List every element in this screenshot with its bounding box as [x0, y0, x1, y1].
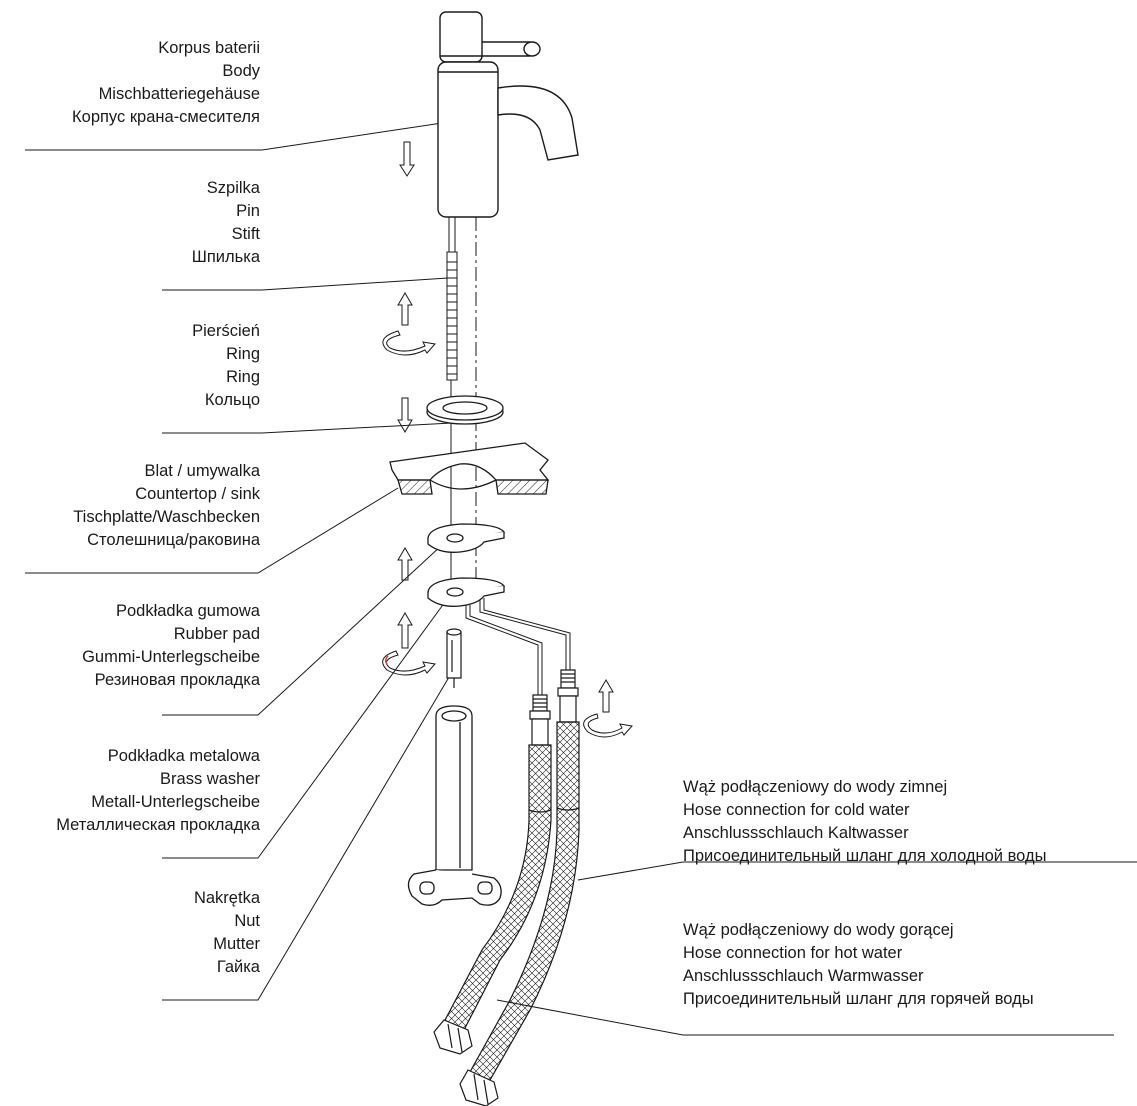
ring: [427, 396, 503, 424]
leader-cold-hose: [578, 862, 1137, 880]
cold-hose-nut: [460, 1070, 498, 1106]
label-cold-hose-en: Hose connection for cold water: [683, 801, 910, 819]
label-nut-ru: Гайка: [216, 958, 260, 976]
cold-water-hose: [460, 670, 579, 1106]
arrow-up-icon: [398, 548, 412, 580]
arrow-up-icon: [599, 680, 613, 712]
body-cap: [440, 12, 482, 62]
label-nut: Nakrętka Nut Mutter Гайка: [20, 887, 260, 979]
label-body-pl: Korpus baterii: [158, 39, 260, 57]
label-brass-washer-ru: Металлическая прокладка: [56, 816, 260, 834]
leader-ring: [162, 423, 452, 433]
label-hot-hose-de: Anschlussschlauch Warmwasser: [683, 967, 924, 985]
label-cold-hose-ru: Присоединительный шланг для холодной вод…: [683, 847, 1047, 865]
label-nut-pl: Nakrętka: [193, 889, 260, 907]
countertop: [390, 443, 548, 494]
label-rubber-pad-pl: Podkładka gumowa: [115, 602, 260, 620]
leader-rubber-pad: [162, 545, 442, 715]
label-hot-hose-ru: Присоединительный шланг для горячей воды: [683, 990, 1034, 1008]
faucet-body: [438, 12, 578, 217]
leader-countertop: [25, 488, 398, 573]
arrow-up-icon: [398, 613, 412, 648]
label-ring-ru: Кольцо: [204, 391, 260, 409]
rotate-arrow-icon: [383, 331, 435, 355]
pin-threaded: [447, 252, 457, 380]
label-rubber-pad-en: Rubber pad: [173, 625, 260, 643]
label-hot-hose: Wąż podłączeniowy do wody gorącej Hose c…: [683, 919, 1123, 1011]
leader-pin: [162, 278, 448, 290]
rubber-pad: [428, 524, 504, 552]
label-countertop-en: Countertop / sink: [135, 485, 260, 503]
countertop-top: [390, 443, 548, 480]
label-cold-hose-pl: Wąż podłączeniowy do wody zimnej: [683, 778, 948, 796]
label-countertop-de: Tischplatte/Waschbecken: [73, 508, 260, 526]
rotate-arrow-icon: [584, 714, 632, 737]
arrow-down-icon: [398, 398, 412, 432]
label-ring-pl: Pierścień: [192, 322, 260, 340]
supply-pipes: [466, 598, 570, 695]
label-cold-hose: Wąż podłączeniowy do wody zimnej Hose co…: [683, 776, 1123, 868]
label-countertop-ru: Столешница/раковина: [87, 531, 260, 549]
label-body-en: Body: [222, 62, 260, 80]
label-pin-pl: Szpilka: [206, 179, 260, 197]
leader-lines: [25, 120, 1137, 1035]
label-hot-hose-pl: Wąż podłączeniowy do wody gorącej: [683, 921, 954, 939]
label-ring-en: Ring: [226, 345, 260, 363]
lever-tip: [524, 42, 540, 56]
spout: [498, 86, 578, 160]
label-ring-de: Ring: [226, 368, 260, 386]
label-pin-ru: Шпилька: [191, 248, 260, 266]
rotate-arrow-icon: [383, 651, 435, 675]
label-rubber-pad-ru: Резиновая прокладка: [94, 671, 260, 689]
label-brass-washer-de: Metall-Unterlegscheibe: [91, 793, 260, 811]
label-rubber-pad: Podkładka gumowa Rubber pad Gummi-Unterl…: [20, 600, 260, 692]
label-brass-washer: Podkładka metalowa Brass washer Metall-U…: [5, 745, 260, 837]
leader-hot-hose: [497, 1000, 1114, 1035]
mounting-key: [408, 706, 501, 905]
hot-water-hose: [434, 695, 551, 1054]
label-pin-de: Stift: [231, 225, 260, 243]
label-countertop-pl: Blat / umywalka: [144, 462, 260, 480]
label-body-ru: Корпус крана-смесителя: [72, 108, 260, 126]
countertop-section-left: [398, 480, 432, 494]
leader-nut: [162, 672, 452, 1000]
arrow-up-icon: [398, 293, 412, 325]
countertop-section-right: [496, 480, 548, 494]
label-nut-de: Mutter: [213, 935, 260, 953]
label-rubber-pad-de: Gummi-Unterlegscheibe: [82, 648, 260, 666]
arrow-down-icon: [400, 142, 414, 176]
label-brass-washer-pl: Podkładka metalowa: [107, 747, 260, 765]
nut: [447, 629, 461, 688]
label-nut-en: Nut: [234, 912, 260, 930]
body-cylinder: [438, 62, 498, 217]
label-pin-en: Pin: [236, 202, 260, 220]
label-ring: Pierścień Ring Ring Кольцо: [20, 320, 260, 412]
label-hot-hose-en: Hose connection for hot water: [683, 944, 903, 962]
brass-washer: [428, 578, 504, 606]
label-body: Korpus baterii Body Mischbatteriegehäuse…: [20, 37, 260, 129]
label-cold-hose-de: Anschlussschlauch Kaltwasser: [683, 824, 909, 842]
leader-body: [25, 120, 462, 150]
label-countertop: Blat / umywalka Countertop / sink Tischp…: [20, 460, 260, 552]
label-pin: Szpilka Pin Stift Шпилька: [20, 177, 260, 269]
label-brass-washer-en: Brass washer: [160, 770, 260, 788]
hot-hose-braid: [444, 745, 551, 1030]
label-body-de: Mischbatteriegehäuse: [98, 85, 260, 103]
leader-brass-washer: [162, 602, 445, 858]
hot-hose-nut: [434, 1020, 472, 1054]
